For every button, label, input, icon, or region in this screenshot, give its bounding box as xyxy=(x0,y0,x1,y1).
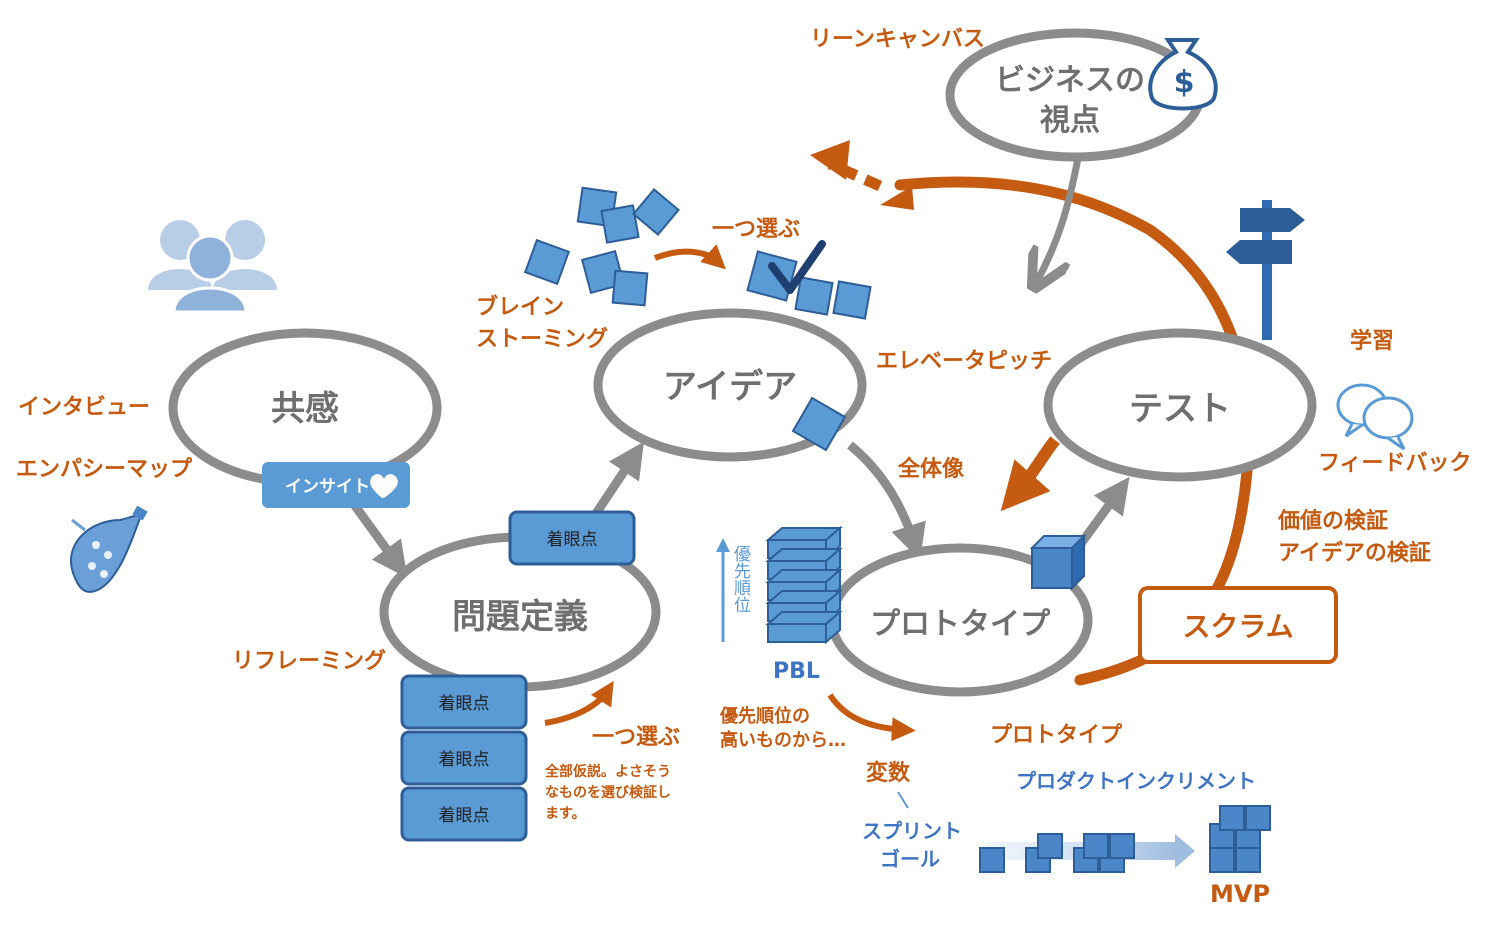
ocarina-icon xyxy=(70,505,148,594)
arrow-big-picture xyxy=(1000,436,1060,512)
prototype-cube xyxy=(1029,533,1087,591)
focus-point-top-label: 着眼点 xyxy=(547,530,598,550)
arrow-idea-to-prototype xyxy=(847,441,926,561)
hypothesis-note-2: なものを選び検証し xyxy=(545,784,671,801)
pbl-stack xyxy=(765,525,843,645)
node-business-label-1: ビジネスの xyxy=(995,63,1145,98)
priority-axis-arrowhead xyxy=(716,538,730,552)
focus-point-stack-2-label: 着眼点 xyxy=(439,750,490,770)
node-idea xyxy=(593,308,867,462)
hypothesis-note-1: 全部仮説。よさそう xyxy=(544,763,671,780)
arrow-one-choice-bottom xyxy=(544,680,614,726)
reframing-label: リフレーミング xyxy=(232,648,386,674)
signpost-icon xyxy=(1226,200,1305,340)
priority-note-1: 優先順位の xyxy=(719,705,810,727)
variable-connector xyxy=(897,791,909,809)
scrum-label: スクラム xyxy=(1182,610,1293,643)
heart-icon xyxy=(370,474,398,498)
one-choice-bottom-label: 一つ選ぶ xyxy=(592,725,680,750)
lean-canvas-label: リーンキャンバス xyxy=(810,27,985,52)
focus-point-stack-3 xyxy=(400,786,528,842)
big-picture-label: 全体像 xyxy=(897,456,965,482)
insight-tag xyxy=(262,462,410,508)
arrow-priority xyxy=(827,693,916,742)
sprint-goal-label-2: ゴール xyxy=(880,847,940,871)
learning-label: 学習 xyxy=(1350,328,1394,354)
sprint-goal-label-1: スプリント xyxy=(862,819,962,843)
validation-label-2: アイデアの検証 xyxy=(1278,540,1431,566)
speech-bubbles-icon xyxy=(1336,383,1414,451)
focus-point-stack-2 xyxy=(400,730,528,786)
node-business-label-2: 視点 xyxy=(1040,103,1100,138)
variable-label: 変数 xyxy=(866,760,911,786)
brainstorming-label-1: ブレイン xyxy=(476,294,564,320)
priority-note-2: 高いものから… xyxy=(720,729,846,751)
elevator-pitch-label: エレベータピッチ xyxy=(876,349,1052,374)
node-test-label: テスト xyxy=(1129,389,1231,429)
prototype-sub-label: プロトタイプ xyxy=(990,723,1123,748)
money-bag-icon: $ xyxy=(1148,38,1218,111)
node-test xyxy=(1043,328,1317,482)
increment-cubes xyxy=(979,805,1271,873)
checkmark-icon xyxy=(768,240,826,294)
mvp-label: MVP xyxy=(1210,880,1270,908)
validation-label-1: 価値の検証 xyxy=(1277,508,1388,534)
dashed-return-arrowhead-2 xyxy=(880,186,914,210)
empathy-map-label: エンパシーマップ xyxy=(16,457,193,482)
arrow-prototype-to-test xyxy=(1076,476,1130,548)
product-increment-label: プロダクトインクリメント xyxy=(1016,769,1256,793)
increment-arrowhead xyxy=(1175,834,1195,868)
pbl-label: PBL xyxy=(773,659,820,684)
arrow-business-to-loop xyxy=(1035,157,1082,285)
node-define-label: 問題定義 xyxy=(452,597,588,637)
focus-point-stack-1 xyxy=(400,674,528,730)
feedback-label: フィードバック xyxy=(1318,451,1472,476)
brainstorming-label-2: ストーミング xyxy=(476,326,608,352)
svg-text:$: $ xyxy=(1174,65,1195,100)
insight-tag-label: インサイト xyxy=(285,477,370,497)
node-idea-label: アイデア xyxy=(663,367,797,407)
scrum-box xyxy=(1138,586,1338,664)
node-empathy-label: 共感 xyxy=(271,389,339,429)
people-icon xyxy=(148,220,277,314)
node-prototype-label: プロトタイプ xyxy=(870,607,1051,642)
focus-point-stack-3-label: 着眼点 xyxy=(439,806,490,826)
interview-label: インタビュー xyxy=(18,395,150,420)
focus-point-top xyxy=(508,510,636,566)
focus-point-stack-1-label: 着眼点 xyxy=(439,694,490,714)
brainstorm-squares xyxy=(523,186,872,452)
dashed-return-arrow xyxy=(827,158,883,192)
priority-axis-label: 優先順位 xyxy=(730,545,751,613)
dashed-return-arrowhead xyxy=(810,140,850,180)
hypothesis-note-3: ます。 xyxy=(545,806,586,822)
arrow-one-choice-top xyxy=(653,244,726,270)
one-choice-top-label: 一つ選ぶ xyxy=(712,217,800,242)
